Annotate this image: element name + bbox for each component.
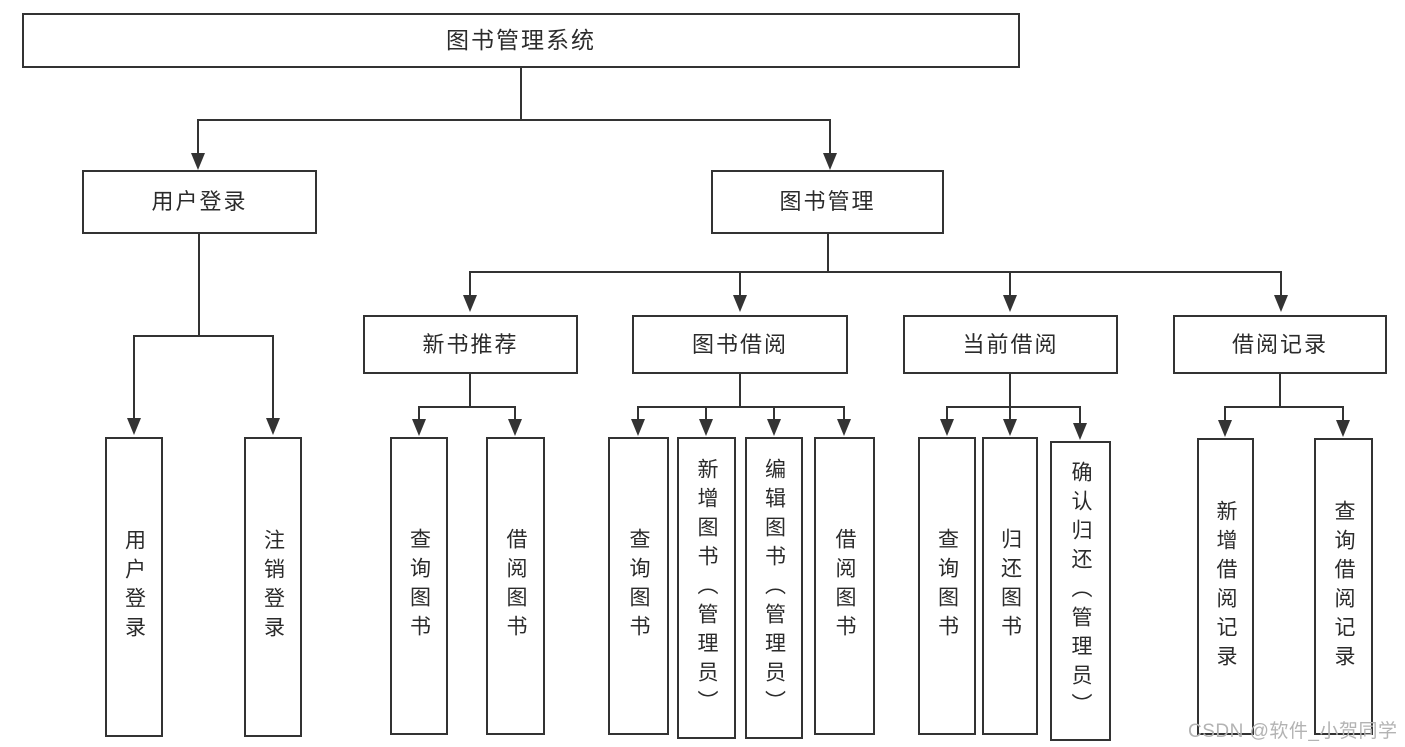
- arrow-down-icon: [733, 295, 747, 312]
- connector-line: [198, 234, 200, 336]
- arrow-down-icon: [940, 419, 954, 436]
- arrow-down-icon: [463, 295, 477, 312]
- node-label: 查询图书: [627, 528, 650, 644]
- node-label: 查询图书: [935, 528, 959, 644]
- connector-line: [946, 406, 948, 420]
- connector-line: [637, 406, 845, 408]
- connector-line: [773, 406, 775, 420]
- connector-line: [418, 406, 516, 408]
- connector-line: [514, 406, 516, 420]
- connector-line: [469, 374, 471, 407]
- arrow-down-icon: [1336, 420, 1350, 437]
- node-label: 借阅记录: [1231, 331, 1328, 357]
- arrow-down-icon: [1003, 419, 1017, 436]
- connector-line: [827, 234, 829, 272]
- node-label: 查询图书: [407, 528, 431, 644]
- connector-line: [469, 271, 471, 296]
- connector-line: [1279, 374, 1281, 407]
- node-label: 图书管理系统: [446, 27, 596, 53]
- node-root-library-system: 图书管理系统: [22, 13, 1020, 68]
- connector-line: [469, 271, 1282, 273]
- leaf-query-books-borrowing: 查询图书: [608, 437, 669, 735]
- node-label: 用户登录: [122, 529, 146, 645]
- node-label: 当前借阅: [962, 331, 1059, 357]
- arrow-down-icon: [191, 153, 205, 170]
- node-label: 编辑图书（管理员）: [762, 457, 786, 719]
- node-new-book-recommend: 新书推荐: [363, 315, 578, 374]
- arrow-down-icon: [631, 419, 645, 436]
- node-label: 借阅图书: [833, 528, 856, 644]
- node-current-borrowing: 当前借阅: [903, 315, 1118, 374]
- connector-line: [197, 119, 199, 155]
- node-user-login: 用户登录: [82, 170, 317, 234]
- connector-line: [1009, 271, 1011, 296]
- connector-line: [829, 119, 831, 155]
- arrow-down-icon: [508, 419, 522, 436]
- leaf-logout: 注销登录: [244, 437, 302, 737]
- node-book-management: 图书管理: [711, 170, 944, 234]
- arrow-down-icon: [412, 419, 426, 436]
- node-label: 图书管理: [779, 189, 876, 214]
- connector-line: [739, 271, 741, 296]
- node-label: 新增图书（管理员）: [695, 457, 718, 719]
- connector-line: [133, 335, 274, 337]
- arrow-down-icon: [127, 418, 141, 435]
- connector-line: [418, 406, 420, 420]
- connector-line: [1079, 406, 1081, 424]
- connector-line: [637, 406, 639, 420]
- leaf-borrow-books-recommend: 借阅图书: [486, 437, 545, 735]
- connector-line: [1224, 406, 1226, 421]
- node-label: 用户登录: [151, 189, 248, 214]
- arrow-down-icon: [266, 418, 280, 435]
- node-label: 新书推荐: [422, 331, 519, 357]
- csdn-watermark: CSDN @软件_小贺同学: [1188, 721, 1398, 742]
- arrow-down-icon: [767, 419, 781, 436]
- leaf-user-login: 用户登录: [105, 437, 163, 737]
- leaf-add-borrow-record: 新增借阅记录: [1197, 438, 1254, 735]
- node-book-borrowing: 图书借阅: [632, 315, 848, 374]
- connector-line: [1009, 406, 1011, 420]
- arrow-down-icon: [1003, 295, 1017, 312]
- connector-line: [198, 119, 831, 121]
- connector-line: [520, 68, 522, 120]
- node-label: 归还图书: [998, 528, 1022, 644]
- node-borrowing-records: 借阅记录: [1173, 315, 1387, 374]
- leaf-return-books: 归还图书: [982, 437, 1038, 735]
- leaf-query-books-recommend: 查询图书: [390, 437, 448, 735]
- leaf-edit-book-admin: 编辑图书（管理员）: [745, 437, 803, 739]
- leaf-borrow-books: 借阅图书: [814, 437, 875, 735]
- node-label: 查询借阅记录: [1332, 499, 1355, 674]
- arrow-down-icon: [699, 419, 713, 436]
- connector-line: [1009, 374, 1011, 407]
- connector-line: [705, 406, 707, 420]
- node-label: 借阅图书: [504, 528, 527, 644]
- leaf-query-borrow-record: 查询借阅记录: [1314, 438, 1373, 735]
- node-label: 图书借阅: [691, 331, 788, 357]
- connector-line: [1280, 271, 1282, 296]
- arrow-down-icon: [1073, 423, 1087, 440]
- arrow-down-icon: [823, 153, 837, 170]
- leaf-confirm-return-admin: 确认归还（管理员）: [1050, 441, 1111, 741]
- connector-line: [843, 406, 845, 420]
- node-label: 注销登录: [261, 529, 285, 645]
- connector-line: [272, 335, 274, 418]
- arrow-down-icon: [1274, 295, 1288, 312]
- node-label: 新增借阅记录: [1214, 499, 1237, 674]
- connector-line: [1342, 406, 1344, 421]
- arrow-down-icon: [1218, 420, 1232, 437]
- connector-line: [1224, 406, 1344, 408]
- node-label: 确认归还（管理员）: [1069, 460, 1092, 722]
- connector-line: [739, 374, 741, 407]
- leaf-add-book-admin: 新增图书（管理员）: [677, 437, 736, 739]
- connector-line: [133, 335, 135, 418]
- arrow-down-icon: [837, 419, 851, 436]
- leaf-query-books-current: 查询图书: [918, 437, 976, 735]
- connector-line: [946, 406, 1081, 408]
